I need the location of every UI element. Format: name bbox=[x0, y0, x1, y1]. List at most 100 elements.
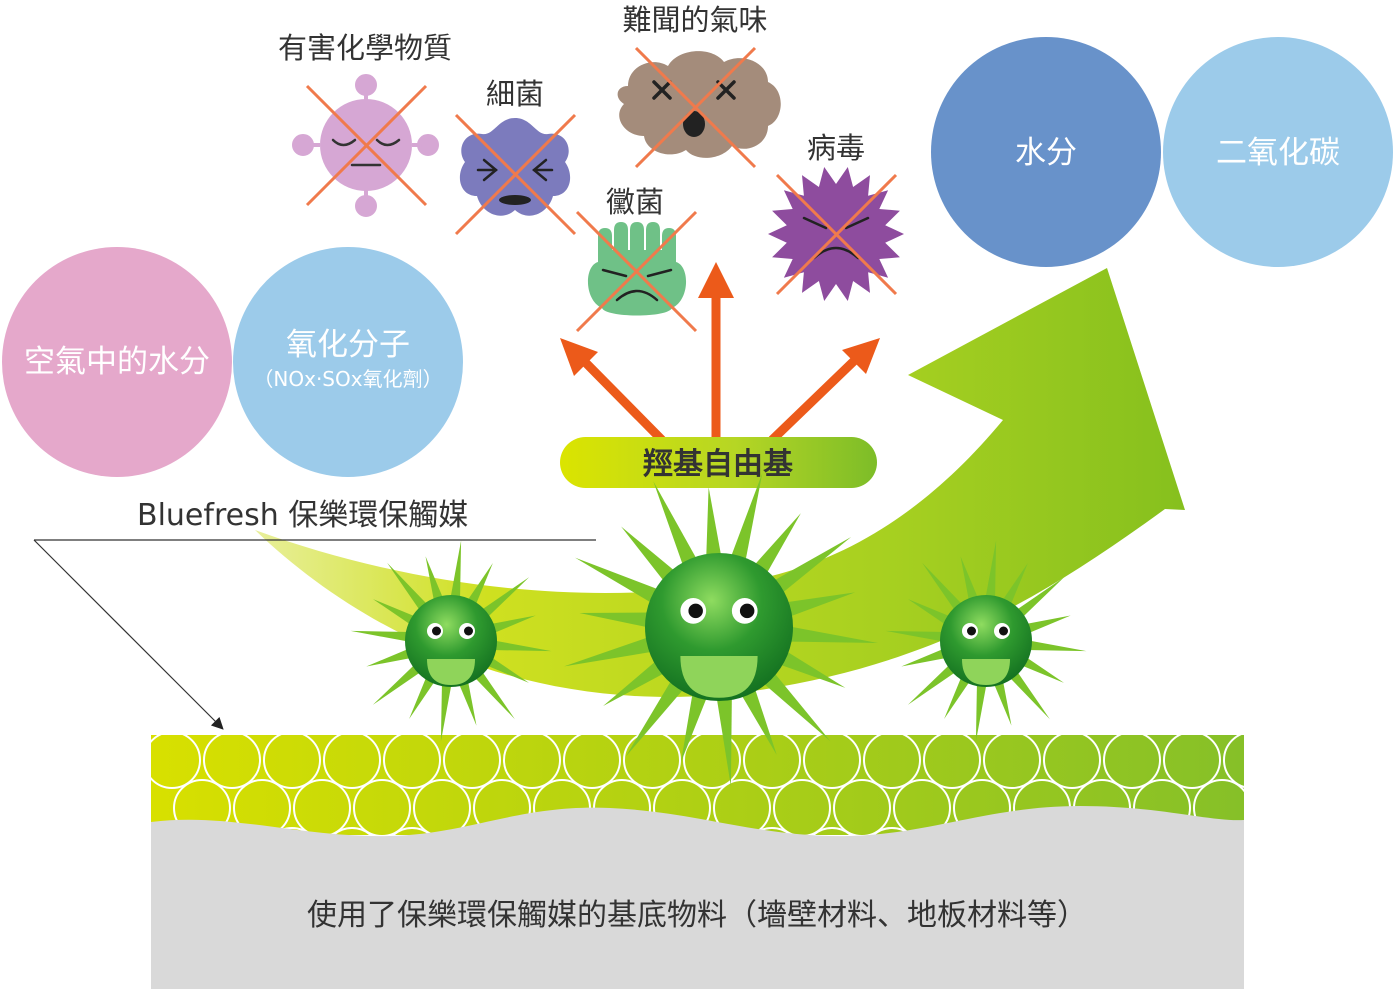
bubble bbox=[413, 779, 471, 835]
catalyst-spike bbox=[729, 473, 763, 566]
catalyst-pupil bbox=[739, 603, 755, 619]
bubble bbox=[151, 735, 201, 789]
catalyst-spike bbox=[960, 556, 979, 604]
bubble bbox=[1193, 779, 1244, 835]
bluefresh-label: Bluefresh 保樂環保觸媒 bbox=[137, 498, 468, 533]
bubble bbox=[983, 735, 1041, 789]
bubble bbox=[1223, 735, 1244, 788]
hydroxyl-arrows bbox=[560, 262, 880, 444]
odor-icon: 難聞的氣味 bbox=[617, 3, 781, 169]
bubble bbox=[812, 827, 852, 835]
bubble bbox=[1133, 779, 1191, 835]
catalyst-spike bbox=[775, 648, 846, 688]
catalyst-spike bbox=[993, 678, 1012, 726]
catalyst-spike bbox=[621, 526, 679, 586]
bubble bbox=[872, 827, 912, 835]
catalyst-spike bbox=[473, 669, 515, 720]
catalyst-pupil bbox=[464, 626, 473, 636]
bubble bbox=[272, 827, 312, 835]
catalyst-spike bbox=[479, 577, 530, 619]
bubble bbox=[323, 735, 381, 789]
bubble bbox=[833, 779, 891, 835]
reaction-arrow bbox=[255, 268, 1185, 697]
bacteria-label: 細菌 bbox=[486, 77, 544, 111]
catalyst-pupil bbox=[999, 626, 1008, 636]
catalyst-mascot bbox=[885, 540, 1087, 742]
catalyst-smile bbox=[427, 659, 475, 685]
bubble bbox=[383, 735, 441, 789]
catalyst-spike bbox=[1026, 640, 1087, 652]
air-moisture-circle: 空氣中的水分 bbox=[2, 247, 232, 477]
catalyst-spike bbox=[575, 557, 663, 606]
bubble bbox=[863, 735, 921, 789]
catalyst-layer bbox=[151, 735, 1244, 835]
catalyst-spike bbox=[784, 625, 878, 643]
oxidizer-subtitle: （NOx·SOx氧化劑） bbox=[253, 367, 442, 391]
catalyst-spike bbox=[653, 481, 700, 570]
catalyst-spike bbox=[409, 674, 436, 719]
hydroxyl-label: 羥基自由基 bbox=[643, 447, 793, 482]
bubble bbox=[683, 735, 741, 789]
catalyst-smile bbox=[680, 655, 758, 698]
chemicals-icon: 有害化學物質 bbox=[278, 31, 452, 217]
catalyst-spike bbox=[579, 612, 654, 629]
catalyst-pupil bbox=[967, 626, 976, 636]
mold-label: 黴菌 bbox=[606, 185, 664, 219]
bubble bbox=[353, 779, 411, 835]
bubble bbox=[713, 779, 771, 835]
catalyst-mascot bbox=[564, 473, 878, 787]
catalyst-spike bbox=[373, 599, 418, 626]
bubble bbox=[1103, 735, 1161, 789]
virus-icon: 病毒 bbox=[768, 131, 904, 301]
bubble bbox=[473, 779, 531, 835]
bluefresh-callout: Bluefresh 保樂環保觸媒 bbox=[33, 498, 596, 730]
bubble bbox=[263, 735, 321, 789]
air-moisture-label: 空氣中的水分 bbox=[24, 344, 210, 380]
catalyst-spike bbox=[716, 692, 732, 787]
bubble bbox=[803, 735, 861, 789]
catalyst-mascots bbox=[350, 473, 1087, 787]
bubble bbox=[173, 779, 231, 835]
bubble bbox=[233, 779, 291, 835]
bacteria-icon: 細菌 bbox=[454, 77, 577, 236]
catalyst-pupil bbox=[432, 626, 441, 636]
catalyst-spike bbox=[366, 648, 414, 667]
catalyst-spike bbox=[901, 648, 949, 667]
bubble bbox=[443, 735, 501, 789]
bubble bbox=[392, 827, 432, 835]
catalyst-spike bbox=[350, 630, 411, 642]
catalyst-spike bbox=[484, 656, 529, 683]
catalyst-spike bbox=[922, 562, 964, 613]
odor-label: 難聞的氣味 bbox=[622, 3, 767, 37]
co2-output-label: 二氧化碳 bbox=[1216, 135, 1340, 171]
catalyst-spike bbox=[1001, 563, 1028, 608]
catalyst-spike bbox=[564, 635, 657, 667]
co2-output-circle: 二氧化碳 bbox=[1163, 37, 1393, 267]
substrate-base bbox=[151, 806, 1244, 989]
hydroxyl-radical-pill: 羥基自由基 bbox=[560, 437, 877, 488]
catalyst-spike bbox=[1014, 577, 1065, 619]
bubble bbox=[1043, 735, 1101, 789]
catalyst-spike bbox=[387, 562, 429, 613]
catalyst-spike bbox=[491, 640, 552, 652]
catalyst-spike bbox=[907, 663, 958, 705]
catalyst-spike bbox=[603, 657, 669, 706]
bubble bbox=[623, 735, 681, 789]
catalyst-pupil bbox=[688, 603, 703, 619]
catalyst-spike bbox=[466, 563, 493, 608]
catalyst-spike bbox=[425, 556, 444, 604]
bubble bbox=[923, 735, 981, 789]
catalyst-spike bbox=[488, 615, 536, 634]
bubble bbox=[893, 779, 951, 835]
bubble bbox=[293, 779, 351, 835]
catalyst-mascot bbox=[350, 540, 552, 742]
catalyst-spike bbox=[751, 513, 801, 578]
catalyst-spike bbox=[372, 663, 423, 705]
catalyst-spike bbox=[450, 540, 462, 601]
catalyst-spike bbox=[681, 688, 709, 762]
substrate-label: 使用了保樂環保觸媒的基底物料（墻壁材料、地板材料等） bbox=[307, 898, 1087, 933]
bubble bbox=[773, 779, 831, 835]
catalyst-spike bbox=[738, 684, 777, 755]
bubble bbox=[953, 779, 1011, 835]
